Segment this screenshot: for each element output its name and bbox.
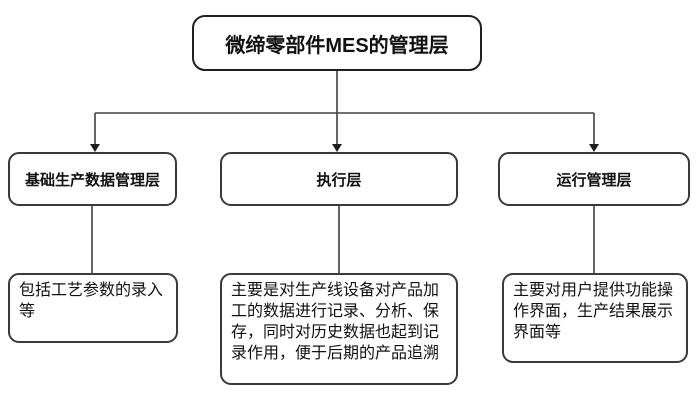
root-node-label: 微缔零部件MES的管理层: [225, 34, 449, 57]
description-node-basic-production-data: 包括工艺参数的录入等: [8, 273, 178, 343]
arrowheads: [90, 144, 599, 152]
description-node-execution: 主要是对生产线设备对产品加工的数据进行记录、分析、保存，同时对历史数据也起到记录…: [220, 273, 458, 385]
layer-node-label: 基础生产数据管理层: [24, 171, 160, 189]
layer-node-execution: 执行层: [220, 152, 458, 206]
description-node-operation-management: 主要对用户提供功能操作界面，生产结果展示界面等: [502, 273, 688, 363]
layer-node-basic-production-data: 基础生产数据管理层: [8, 152, 177, 206]
layer-node-label: 运行管理层: [556, 171, 632, 189]
layer-node-label: 执行层: [316, 171, 362, 189]
root-node-mes-management-layer: 微缔零部件MES的管理层: [192, 15, 482, 71]
layer-node-operation-management: 运行管理层: [498, 152, 690, 206]
